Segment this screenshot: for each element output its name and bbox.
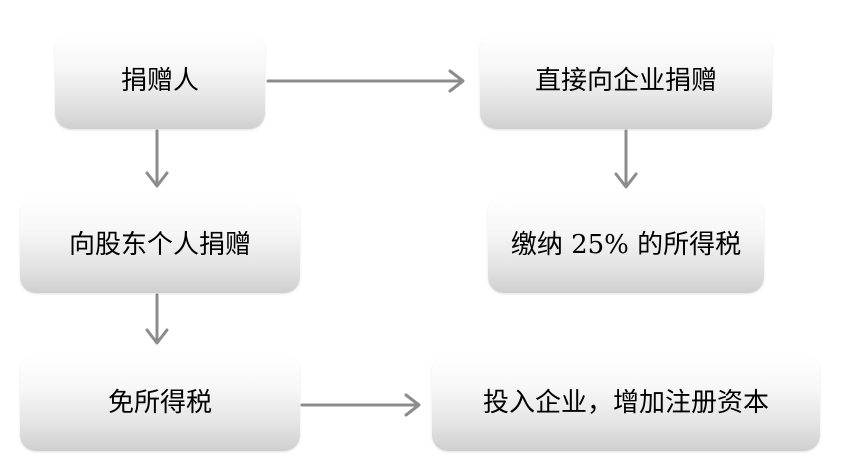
node-pay-income-tax-label: 缴纳 25% 的所得税 [510,230,742,260]
node-donor: 捐赠人 [55,33,265,129]
node-invest-capital: 投入企业，增加注册资本 [432,355,820,451]
node-direct-donation-label: 直接向企业捐赠 [534,66,717,96]
arrow-shareholder-to-exempt [145,293,169,345]
node-shareholder-donation-label: 向股东个人捐赠 [68,230,251,260]
node-invest-capital-label: 投入企业，增加注册资本 [482,388,769,418]
node-direct-donation: 直接向企业捐赠 [480,33,772,129]
node-tax-exempt: 免所得税 [20,355,300,451]
node-donor-label: 捐赠人 [120,66,199,96]
arrow-donor-to-direct [266,69,465,93]
arrow-direct-to-tax [614,129,638,189]
arrow-exempt-to-invest [300,393,421,417]
node-pay-income-tax: 缴纳 25% 的所得税 [488,197,764,293]
node-tax-exempt-label: 免所得税 [107,388,212,418]
arrow-donor-to-shareholder [145,129,169,188]
node-shareholder-donation: 向股东个人捐赠 [20,197,300,293]
